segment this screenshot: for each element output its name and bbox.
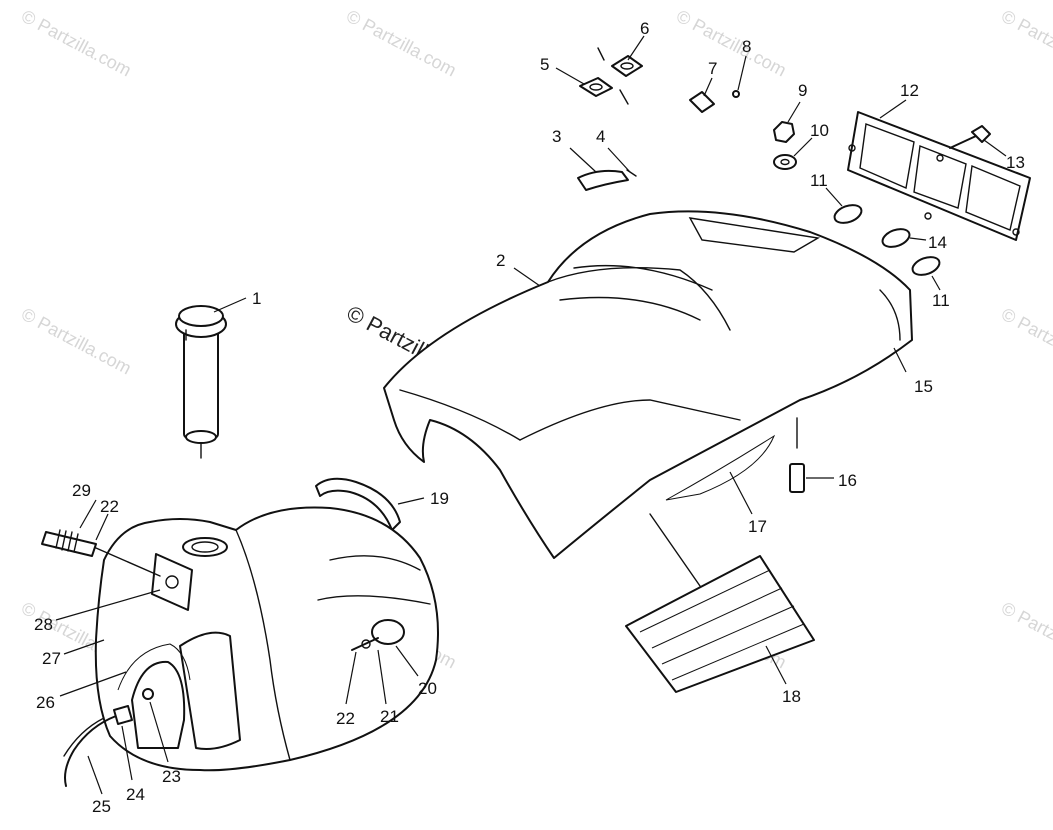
callout-11a: 11 — [810, 171, 828, 190]
callout-22b: 22 — [336, 709, 355, 728]
part-screw — [949, 125, 991, 149]
leader-lines — [55, 35, 1007, 795]
watermark-text: © Partzilla.com — [673, 6, 789, 81]
part-vent-hose — [41, 529, 161, 577]
part-clip — [689, 90, 740, 113]
callout-6: 6 — [640, 19, 649, 38]
callout-8: 8 — [742, 37, 751, 56]
callout-2: 2 — [496, 251, 505, 270]
callout-1: 1 — [252, 289, 261, 308]
part-strap-small — [577, 169, 637, 191]
part-filler-neck — [175, 305, 227, 459]
part-fuel-tank — [94, 506, 439, 772]
callout-23: 23 — [162, 767, 181, 786]
callout-24: 24 — [126, 785, 145, 804]
callout-13: 13 — [1006, 153, 1025, 172]
callout-29: 29 — [72, 481, 91, 500]
watermark-text: © Partzilla.com — [998, 304, 1053, 379]
part-bracket — [579, 47, 643, 105]
callout-21: 21 — [380, 707, 399, 726]
callout-10: 10 — [810, 121, 829, 140]
part-bolt — [789, 417, 805, 493]
part-taillight-frame — [847, 111, 1031, 241]
callout-3: 3 — [552, 127, 561, 146]
watermark-text: © Partzilla.com — [343, 6, 459, 81]
watermark-text: © Partzilla.com — [18, 6, 134, 81]
callout-15: 15 — [914, 377, 933, 396]
callout-26: 26 — [36, 693, 55, 712]
part-bulbs — [833, 204, 941, 276]
callout-25: 25 — [92, 797, 111, 816]
part-seat — [383, 210, 913, 559]
callout-11b: 11 — [932, 291, 950, 310]
callout-14: 14 — [928, 233, 947, 252]
callout-19: 19 — [430, 489, 449, 508]
callout-5: 5 — [540, 55, 549, 74]
callout-22a: 22 — [100, 497, 119, 516]
part-trim-strip — [315, 477, 401, 531]
part-fuel-line — [63, 705, 133, 787]
callout-labels: 1 2 3 4 5 6 7 8 9 10 11 12 13 14 11 15 1… — [34, 19, 1025, 816]
callout-17: 17 — [748, 517, 767, 536]
part-nut-washer — [773, 121, 797, 170]
callout-27: 27 — [42, 649, 61, 668]
callout-7: 7 — [708, 59, 717, 78]
watermark-text: © Partzilla.com — [998, 598, 1053, 673]
callout-4: 4 — [596, 127, 605, 146]
callout-28: 28 — [34, 615, 53, 634]
watermark-text: © Partzilla.com — [18, 304, 134, 379]
watermark-text: © Partzilla.com — [998, 6, 1053, 81]
callout-16: 16 — [838, 471, 857, 490]
callout-18: 18 — [782, 687, 801, 706]
callout-12: 12 — [900, 81, 919, 100]
part-foam-pad — [625, 513, 815, 693]
callout-20: 20 — [418, 679, 437, 698]
callout-9: 9 — [798, 81, 807, 100]
